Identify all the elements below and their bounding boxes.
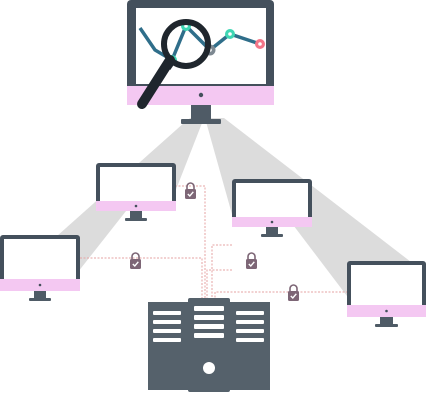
magnifier-lens [161,19,211,69]
lock-3-shackle [247,252,256,259]
chart-node-core-5 [258,42,262,46]
server-center-slot-4 [194,333,224,338]
server-center-slot-1 [194,306,224,311]
server-left-slot-3 [153,329,181,333]
connection-monitor-2-top [211,244,232,300]
server-center-body [188,298,230,392]
monitor-4-power-dot [385,309,388,313]
lock-1-check-icon [187,191,194,198]
lock-2-shackle [131,252,140,259]
server-left [148,302,190,390]
monitor-2-power-dot [270,220,274,224]
server-center-slot-3 [194,324,224,329]
server-center-slot-2 [194,315,224,320]
monitor-4-base [375,324,398,327]
lock-1-shackle [186,182,195,189]
server-right-slot-2 [236,320,264,324]
lock-3 [246,252,257,269]
lock-2-check-icon [132,261,139,268]
central-monitor-base [181,119,221,124]
central-monitor-power-dot [198,92,204,98]
monitor-3-screen [4,239,76,279]
server-left-slot-4 [153,338,181,342]
server-right-slot-1 [236,311,264,315]
monitor-1-screen [100,167,172,201]
server-right [228,302,270,390]
server-right-slot-4 [236,338,264,342]
lock-3-body [246,259,257,269]
central-monitor [127,0,274,124]
lock-1 [185,182,196,199]
monitor-2-screen [236,183,308,217]
monitor-2-base [261,234,283,237]
monitor-4-stand [380,317,393,324]
beam-monitor-4 [212,118,424,300]
monitor-3 [0,235,80,301]
server-left-slot-2 [153,320,181,324]
server-left-slot-1 [153,311,181,315]
server-left-body [148,302,190,390]
connection-monitor-4 [214,291,348,300]
server-right-slot-3 [236,329,264,333]
monitor-1-power-dot [134,204,138,208]
lock-1-body [185,189,196,199]
server-center [188,298,230,392]
connection-monitor-1 [175,185,206,300]
monitor-3-stand [34,291,46,298]
lock-4-shackle [289,284,298,291]
server-right-body [228,302,270,390]
connection-monitor-2 [206,269,232,300]
monitor-3-base [29,298,51,301]
monitor-3-power-dot [38,283,42,287]
central-monitor-screen [136,8,266,84]
magnifier-handle [137,55,175,109]
connection-lines [80,185,348,300]
servers [148,298,270,392]
lock-2-body [130,259,141,269]
magnifier-neck [162,56,176,70]
lock-4-check-icon [290,293,297,300]
lock-3-check-icon [248,261,255,268]
lock-2 [130,252,141,269]
chart-node-core-4 [228,32,232,36]
monitor-1 [96,163,176,221]
magnifier-icon [137,19,211,109]
monitor-1-base [125,218,147,221]
monitor-1-stand [130,211,142,218]
monitor-2 [232,179,312,237]
lock-4-body [288,291,299,301]
monitor-4-screen [351,265,422,305]
monitor-4 [347,261,426,327]
server-center-power-button [203,362,215,374]
central-monitor-stand [191,105,211,119]
monitor-2-stand [266,227,278,234]
chart-node-core-2 [184,24,188,28]
lock-4 [288,284,299,301]
